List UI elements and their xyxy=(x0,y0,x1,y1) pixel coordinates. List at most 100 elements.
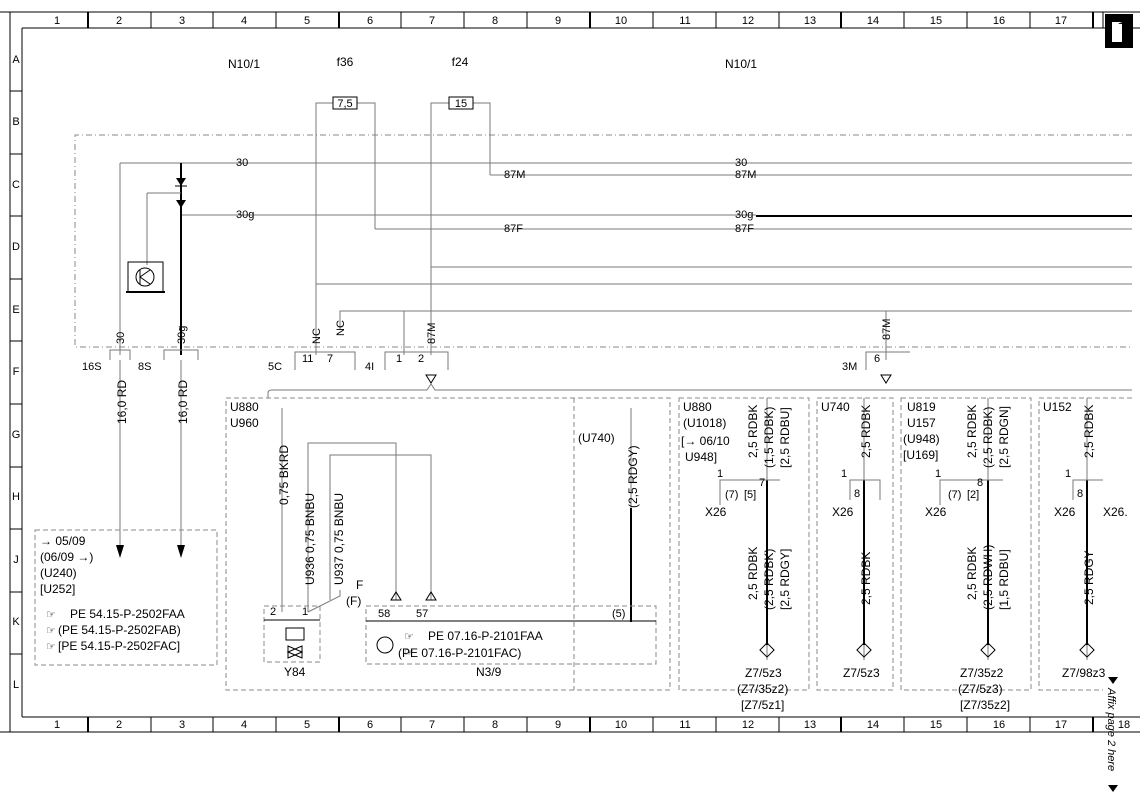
svg-text:[Z7/35z2]: [Z7/35z2] xyxy=(960,698,1010,712)
svg-text:58: 58 xyxy=(378,608,390,620)
svg-text:8: 8 xyxy=(977,477,983,489)
hand-pointer-icon: ☞ xyxy=(404,631,414,643)
label-87m-mid: 87M xyxy=(504,169,525,181)
column-labels-bottom: 1 2 3 4 5 6 7 8 9 10 11 12 13 14 15 16 1… xyxy=(54,719,1130,731)
svg-text:14: 14 xyxy=(867,719,879,731)
wire-k12a: 2,5 RDBK xyxy=(746,547,760,600)
svg-text:U740: U740 xyxy=(821,400,850,414)
svg-text:PE 07.16-P-2101FAA: PE 07.16-P-2101FAA xyxy=(428,629,543,643)
svg-text:X26.: X26. xyxy=(1103,505,1128,519)
svg-text:G: G xyxy=(12,429,21,441)
svg-text:(U240): (U240) xyxy=(40,566,77,580)
pin-7: 7 xyxy=(327,353,333,365)
wire-g12a: 2,5 RDBK xyxy=(746,405,760,458)
svg-text:18: 18 xyxy=(1118,15,1130,27)
svg-text:6: 6 xyxy=(367,719,373,731)
svg-text:[→ 06/10: [→ 06/10 xyxy=(681,434,730,448)
svg-text:17: 17 xyxy=(1055,15,1067,27)
svg-text:2: 2 xyxy=(116,15,122,27)
svg-text:5: 5 xyxy=(304,15,310,27)
svg-text:N3/9: N3/9 xyxy=(476,665,502,679)
svg-text:7: 7 xyxy=(759,477,765,489)
svg-text:Z7/35z2: Z7/35z2 xyxy=(960,666,1004,680)
label-f: F xyxy=(356,578,363,592)
svg-text:[Z7/5z1]: [Z7/5z1] xyxy=(741,698,784,712)
svg-text:U960: U960 xyxy=(230,416,259,430)
svg-text:(7): (7) xyxy=(725,489,738,501)
svg-text:10: 10 xyxy=(615,719,627,731)
fuse-f36: 7,5 xyxy=(315,96,376,133)
label-nc-1: NC xyxy=(311,328,323,344)
wire-g17: 2,5 RDBK xyxy=(1082,405,1096,458)
hand-pointer-icon: ☞ xyxy=(46,641,56,653)
label-87f-right: 87F xyxy=(735,223,754,235)
label-f-paren: (F) xyxy=(346,594,361,608)
svg-text:(Z7/5z3): (Z7/5z3) xyxy=(958,682,1003,696)
svg-text:→ 05/09: → 05/09 xyxy=(40,534,86,548)
svg-text:(U740): (U740) xyxy=(578,431,615,445)
svg-text:H: H xyxy=(12,491,20,503)
svg-text:[PE 54.15-P-2502FAC]: [PE 54.15-P-2502FAC] xyxy=(58,639,180,653)
svg-text:U819: U819 xyxy=(907,400,936,414)
component-n10-1-left: N10/1 xyxy=(228,57,260,71)
connector-row xyxy=(109,349,910,384)
ground-box-12: U880 (U1018) [→ 06/10 U948] 1 (7) [5] 7 … xyxy=(678,397,810,712)
svg-text:9: 9 xyxy=(555,15,561,27)
svg-text:K: K xyxy=(12,616,20,628)
svg-text:7: 7 xyxy=(429,15,435,27)
wire-k16a: 2,5 RDBK xyxy=(965,547,979,600)
distribution-brace xyxy=(267,383,1132,398)
svg-text:15: 15 xyxy=(455,98,467,110)
component-n10-1-right: N10/1 xyxy=(725,57,757,71)
svg-text:8: 8 xyxy=(1077,488,1083,500)
svg-text:L: L xyxy=(13,679,19,691)
connector-4i: 4I xyxy=(365,361,374,373)
label-30g-left: 30g xyxy=(236,209,254,221)
svg-text:Z7/5z3: Z7/5z3 xyxy=(843,666,880,680)
svg-text:18: 18 xyxy=(1118,719,1130,731)
wire-g14: 2,5 RDBK xyxy=(859,405,873,458)
svg-text:[U252]: [U252] xyxy=(40,582,75,596)
main-wires xyxy=(116,360,185,558)
sensor-icon xyxy=(376,636,394,654)
svg-text:X26: X26 xyxy=(832,505,854,519)
pin-2: 2 xyxy=(418,353,424,365)
label-87m-vertical: 87M xyxy=(426,323,438,344)
svg-text:(5): (5) xyxy=(612,608,625,620)
svg-text:B: B xyxy=(12,116,19,128)
svg-text:17: 17 xyxy=(1055,719,1067,731)
valve-y84: 2 1 Y84 xyxy=(263,605,321,679)
svg-text:[2]: [2] xyxy=(967,489,979,501)
svg-text:4: 4 xyxy=(241,15,247,27)
svg-text:15: 15 xyxy=(930,15,942,27)
label-87f-mid: 87F xyxy=(504,223,523,235)
svg-text:(U1018): (U1018) xyxy=(683,416,726,430)
svg-text:15: 15 xyxy=(930,719,942,731)
svg-text:U948]: U948] xyxy=(685,450,717,464)
svg-text:(7): (7) xyxy=(948,489,961,501)
ground-box-14: U740 1 8 X26 Z7/5z3 xyxy=(816,397,894,691)
svg-text:1: 1 xyxy=(717,468,723,480)
internal-rails xyxy=(120,162,1132,312)
svg-text:PE 54.15-P-2502FAA: PE 54.15-P-2502FAA xyxy=(70,607,185,621)
svg-text:X26: X26 xyxy=(925,505,947,519)
svg-text:12: 12 xyxy=(742,15,754,27)
wire-k16b: (2,5 RDWH) xyxy=(981,545,995,610)
hand-pointer-icon: ☞ xyxy=(404,647,414,659)
wire-k12c: [2,5 RDGY] xyxy=(778,549,792,610)
wire-k16c: [1,5 RDBU] xyxy=(997,549,1011,610)
svg-text:14: 14 xyxy=(867,15,879,27)
fuse-f24: 15 xyxy=(430,96,491,133)
svg-text:2: 2 xyxy=(270,606,276,618)
wire-075bkrd: 0,75 BKRD xyxy=(277,445,291,505)
wire-g16a: 2,5 RDBK xyxy=(965,405,979,458)
svg-text:1: 1 xyxy=(54,719,60,731)
hand-pointer-icon: ☞ xyxy=(46,609,56,621)
svg-text:U880: U880 xyxy=(230,400,259,414)
svg-text:10: 10 xyxy=(615,15,627,27)
svg-text:7,5: 7,5 xyxy=(337,98,352,110)
svg-text:12: 12 xyxy=(742,719,754,731)
svg-text:(U948): (U948) xyxy=(903,432,940,446)
wire-k17: 2,5 RDGY xyxy=(1082,550,1096,605)
wire-u936: U936 0,75 BNBU xyxy=(303,493,317,585)
